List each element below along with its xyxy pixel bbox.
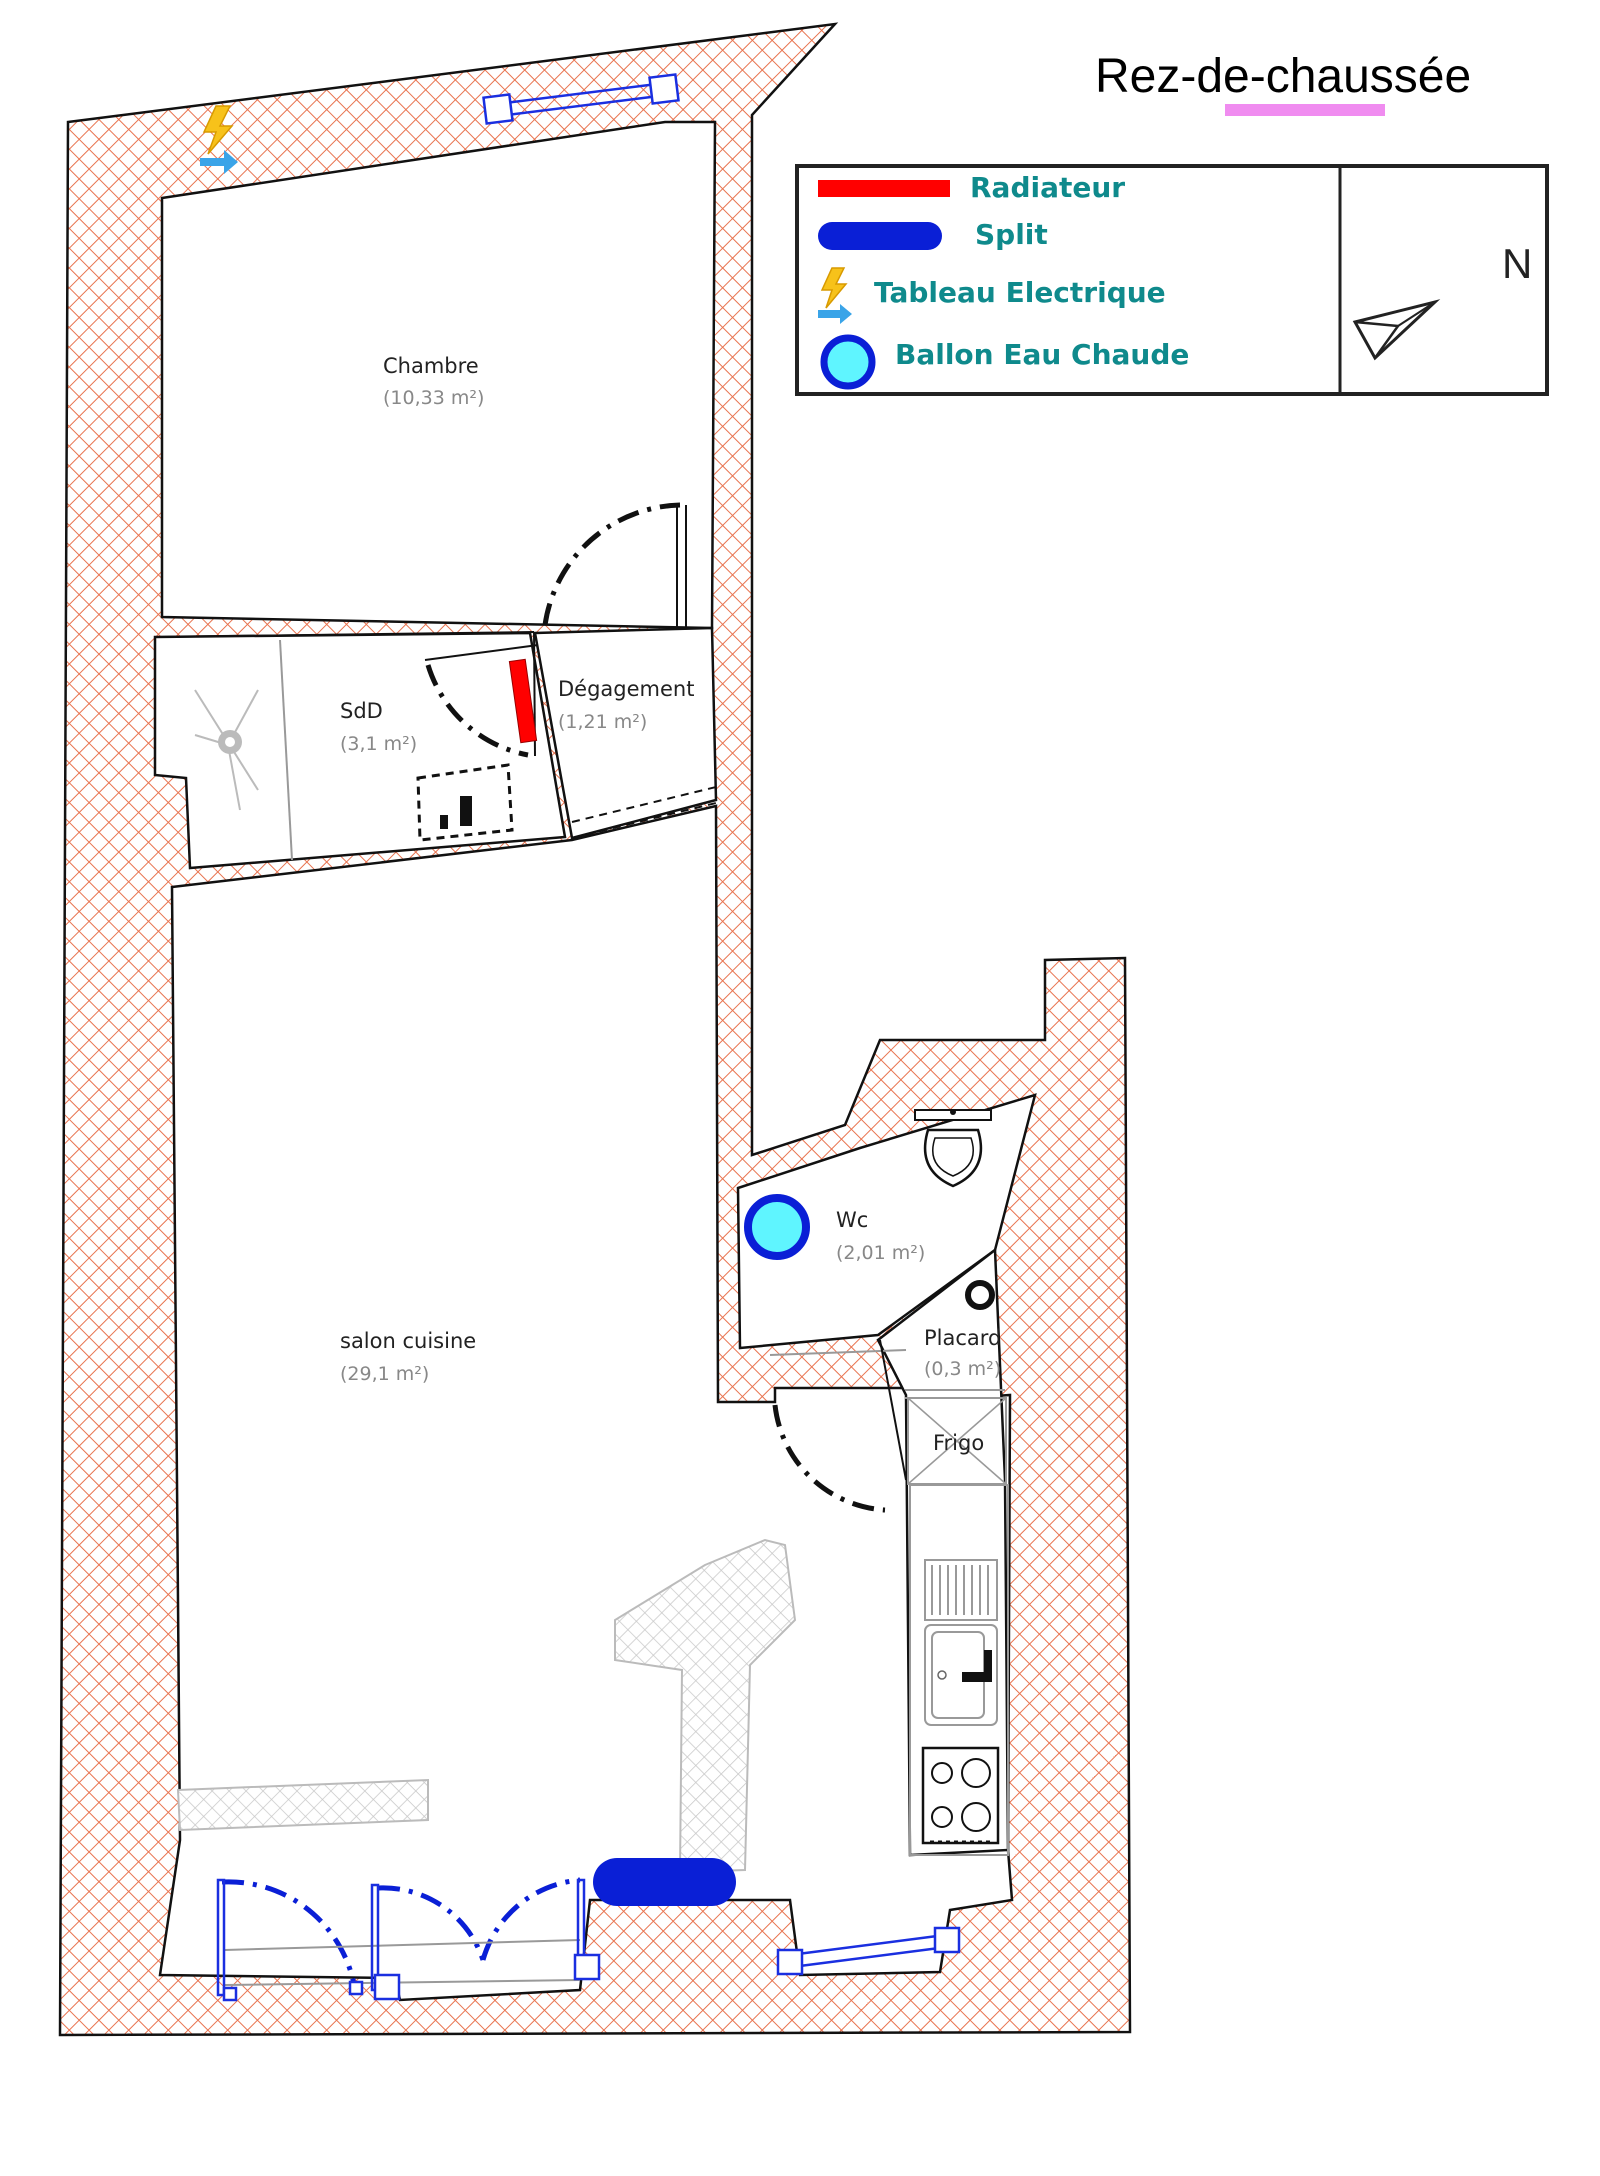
- room-degagement: [533, 626, 718, 840]
- radiator: [508, 658, 538, 744]
- label-salon: salon cuisine: [340, 1329, 476, 1353]
- area-placard: (0,3 m²): [924, 1358, 1001, 1380]
- title-underline: [1225, 104, 1385, 116]
- lightning-icon: [818, 267, 852, 324]
- label-frigo: Frigo: [933, 1431, 984, 1455]
- cooktop-icon: [921, 1746, 1000, 1845]
- legend-panel-label: Tableau Electrique: [874, 276, 1166, 309]
- doors: [221, 502, 886, 1991]
- legend: Radiateur Split Tableau Electrique Ballo…: [795, 164, 1549, 396]
- page-title: Rez-de-chaussée: [1095, 50, 1471, 103]
- label-chambre: Chambre: [383, 354, 479, 378]
- area-sdd: (3,1 m²): [340, 733, 417, 755]
- door-sdd: [425, 664, 529, 758]
- paper-plane-arrow-icon: [1352, 299, 1441, 361]
- sink-icon: [416, 763, 514, 842]
- door-wc: [772, 1404, 886, 1513]
- room-labels: Chambre (10,33 m²) SdD (3,1 m²) Dégageme…: [340, 354, 1001, 1455]
- windows: [216, 73, 961, 2002]
- toilet-icon: [914, 1109, 992, 1188]
- kitchen-sink: [924, 1559, 998, 1726]
- room-chambre: [160, 120, 717, 630]
- door-bay-1: [221, 1879, 358, 1991]
- window-top: [482, 73, 680, 125]
- label-sdd: SdD: [340, 699, 383, 723]
- area-chambre: (10,33 m²): [383, 387, 484, 409]
- area-salon: (29,1 m²): [340, 1363, 429, 1385]
- legend-water-heater-swatch: [820, 334, 876, 390]
- window-bottom: [776, 1926, 961, 1976]
- label-degagement: Dégagement: [558, 677, 694, 701]
- label-placard: Placard: [924, 1326, 1001, 1350]
- shower-drain-icon: [194, 689, 259, 811]
- legend-radiator-swatch: [818, 180, 950, 197]
- door-chambre: [542, 502, 681, 626]
- area-degagement: (1,21 m²): [558, 711, 647, 733]
- north-label: N: [1502, 240, 1532, 287]
- chimney-block: [614, 1538, 797, 1874]
- hatched-bench: [176, 1778, 429, 1832]
- water-heater: [744, 1194, 810, 1260]
- electrical-panel: [200, 105, 238, 174]
- placard-ring: [965, 1280, 995, 1310]
- fixtures: [176, 105, 1009, 1906]
- area-wc: (2,01 m²): [836, 1242, 925, 1264]
- legend-water-heater-label: Ballon Eau Chaude: [895, 338, 1189, 371]
- label-wc: Wc: [836, 1208, 868, 1232]
- door-bay-2: [377, 1885, 486, 1961]
- kitchen-counter: [909, 1484, 1009, 1856]
- legend-split-label: Split: [975, 218, 1048, 251]
- legend-radiator-label: Radiateur: [970, 171, 1125, 204]
- door-bay-3: [480, 1877, 581, 1961]
- split-unit: [593, 1858, 736, 1906]
- bay-posts: [216, 1878, 601, 2002]
- legend-split-swatch: [818, 222, 942, 250]
